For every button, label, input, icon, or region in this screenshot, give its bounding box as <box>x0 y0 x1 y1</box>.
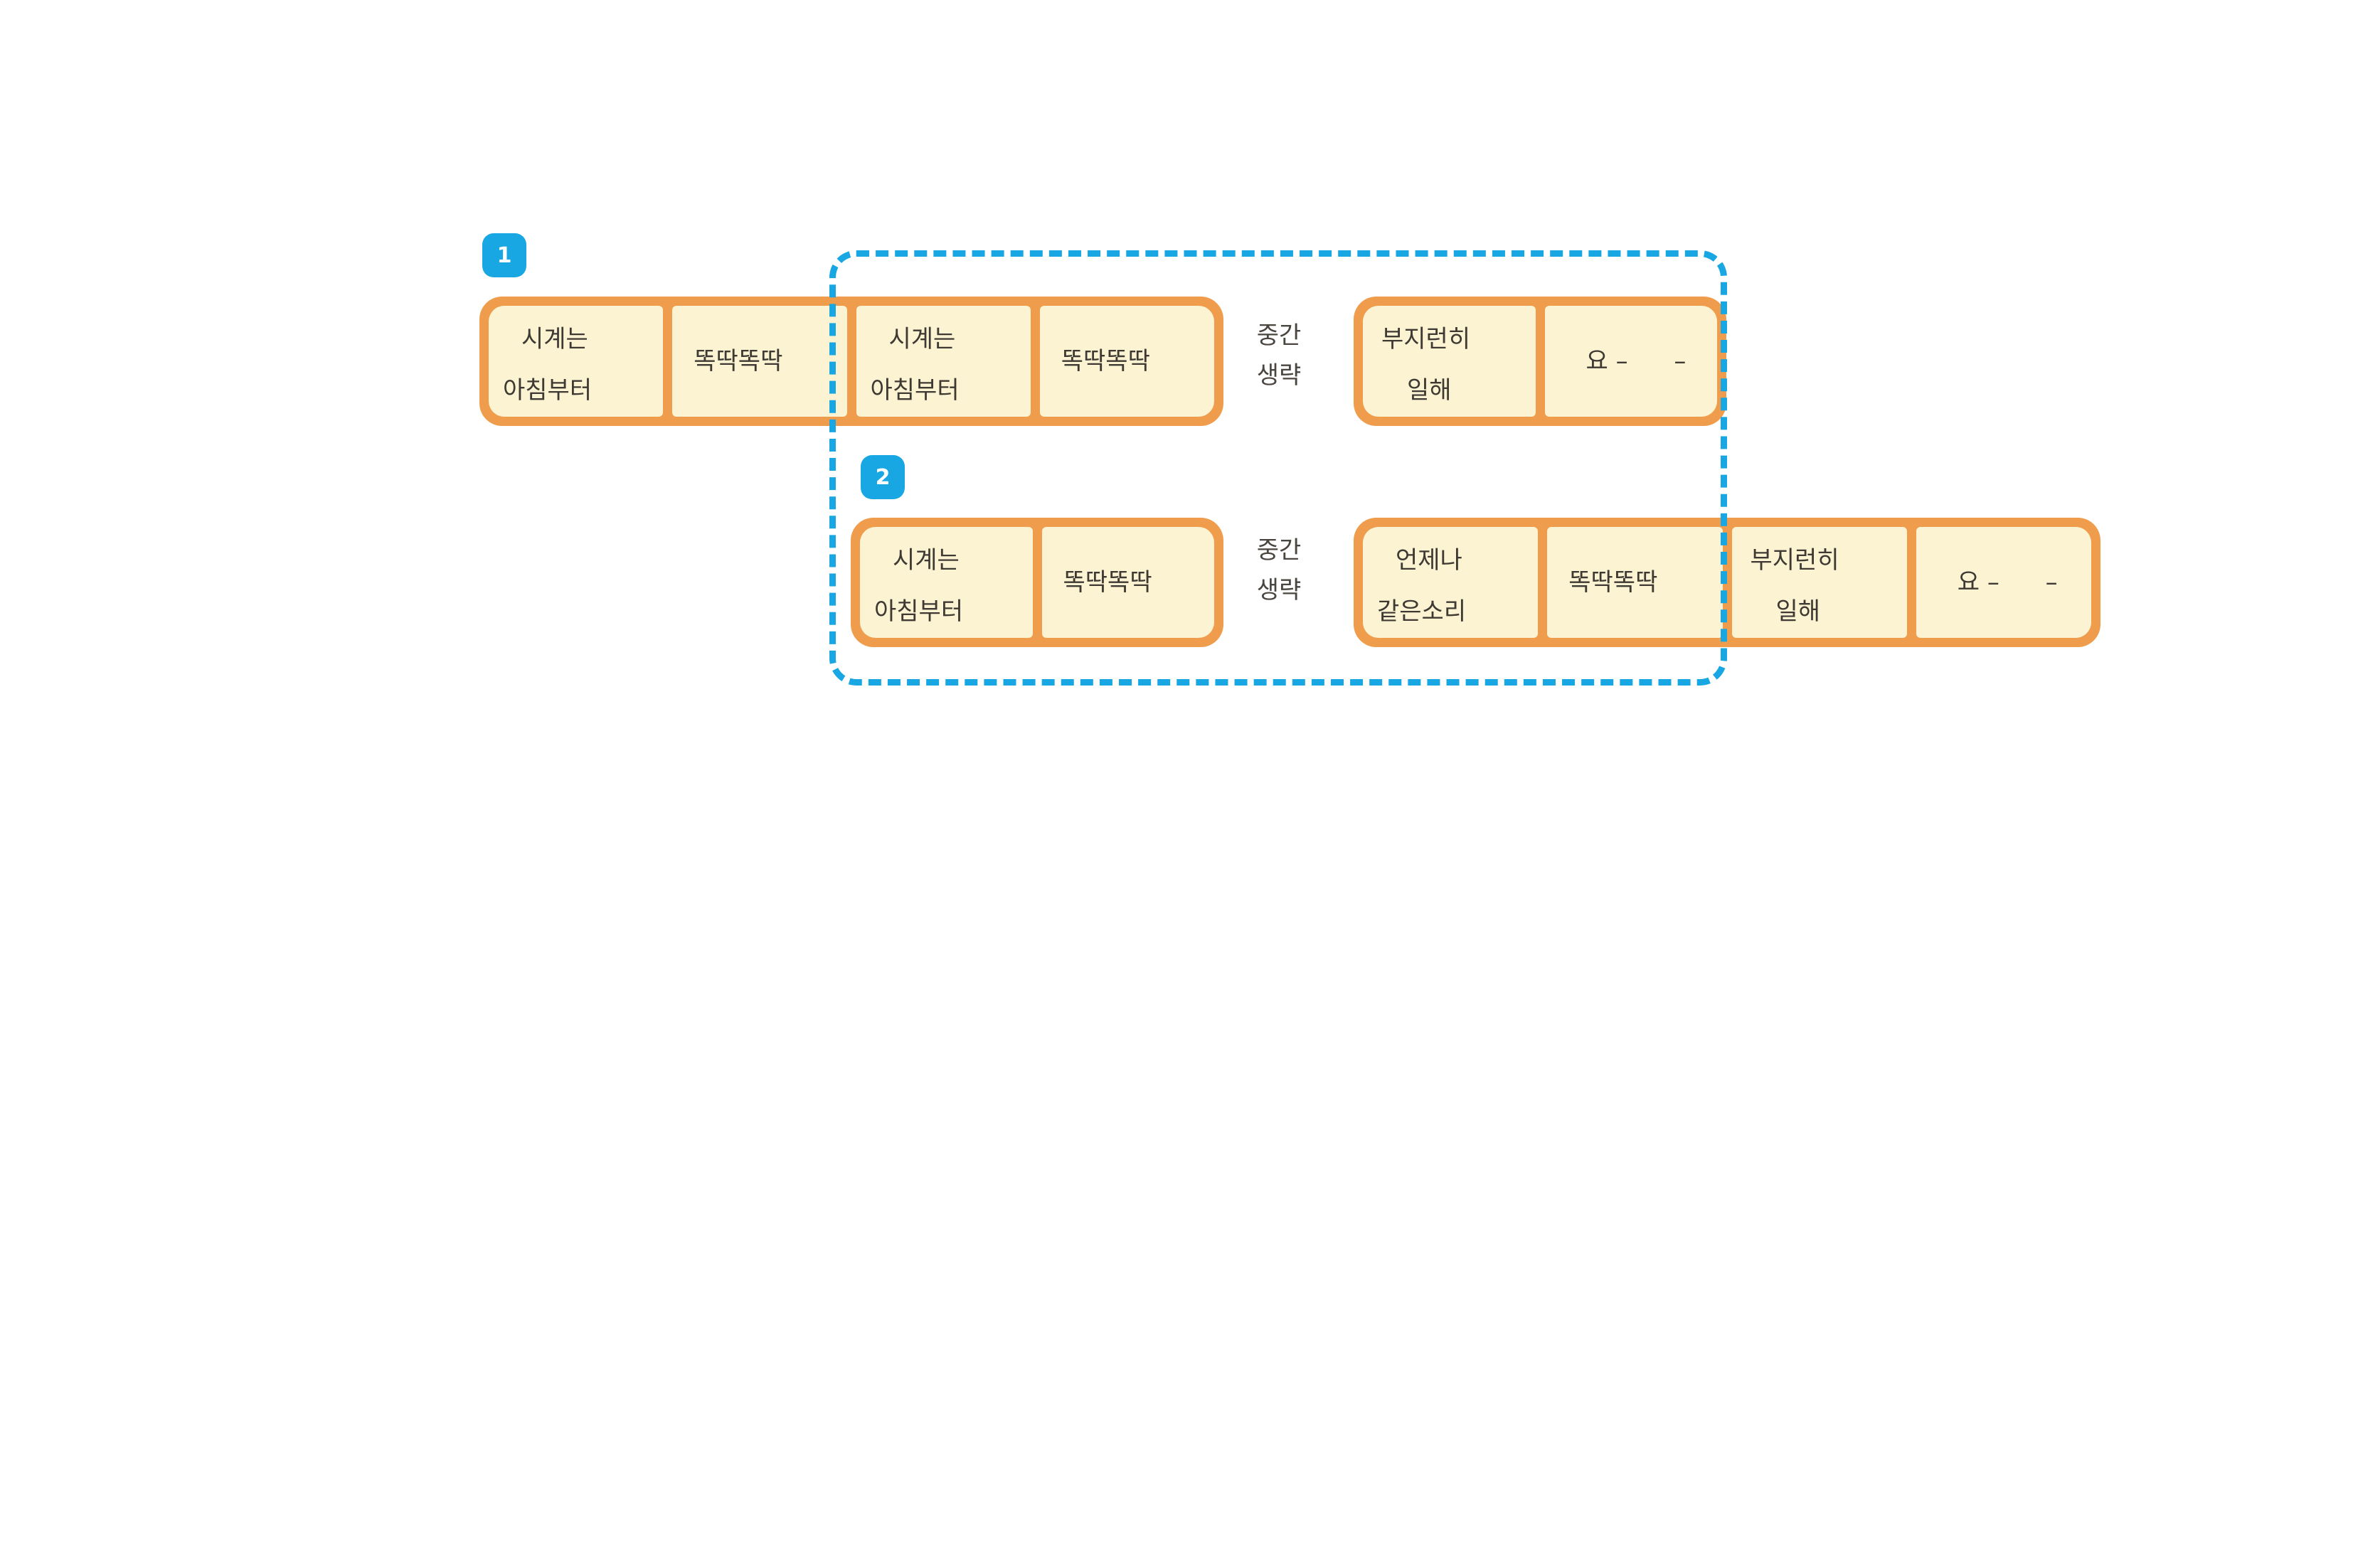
row1-lyric-bar-right: 부지런히 일해 요 – – <box>1354 297 1726 426</box>
lyric-line: 언제나 <box>1396 546 1462 575</box>
middle-omitted-line: 중간 <box>1256 536 1302 565</box>
lyric-line: 같은소리 <box>1377 597 1467 626</box>
lyric-line: 일해 <box>1407 376 1452 405</box>
lyric-line: 요 – – <box>1586 347 1687 375</box>
step-1-badge: 1 <box>482 233 526 277</box>
lyric-line: 똑딱똑딱 <box>1063 568 1152 597</box>
row2-lyric-bar-right: 언제나 같은소리 똑딱똑딱 부지런히 일해 요 – – <box>1354 518 2100 647</box>
step-2-badge: 2 <box>861 455 905 499</box>
lyric-cell: 부지런히 일해 <box>1731 527 1907 638</box>
lyric-line: 아침부터 <box>874 597 964 626</box>
lyric-line: 요 – – <box>1957 568 2058 597</box>
row2-lyric-bar-left: 시계는 아침부터 똑딱똑딱 <box>851 518 1223 647</box>
lyric-line: 일해 <box>1775 597 1821 626</box>
middle-omitted-line: 중간 <box>1256 321 1302 350</box>
lyric-cell: 요 – – <box>1544 306 1717 417</box>
lyric-line: 아침부터 <box>503 376 593 405</box>
lyric-line: 똑딱똑딱 <box>1061 347 1150 375</box>
lyric-line: 시계는 <box>521 325 588 353</box>
lyric-line: 시계는 <box>893 546 960 575</box>
lyric-cell: 시계는 아침부터 <box>856 306 1031 417</box>
row1-lyric-bar-left: 시계는 아침부터 똑딱똑딱 시계는 아침부터 똑딱똑딱 <box>479 297 1223 426</box>
lyric-cell: 똑딱똑딱 <box>672 306 847 417</box>
lyric-line: 부지런히 <box>1381 325 1471 353</box>
lyric-cell: 시계는 아침부터 <box>860 527 1033 638</box>
middle-omitted-line: 생략 <box>1256 361 1302 390</box>
lyric-line: 아침부터 <box>870 376 960 405</box>
lyric-cell: 부지런히 일해 <box>1363 306 1536 417</box>
lyric-line: 똑딱똑딱 <box>1568 568 1658 597</box>
lyric-cell: 똑딱똑딱 <box>1039 306 1214 417</box>
lyric-line: 부지런히 <box>1750 546 1839 575</box>
middle-omitted-label: 중간 생략 <box>1229 316 1329 395</box>
lyric-cell: 똑딱똑딱 <box>1041 527 1214 638</box>
middle-omitted-label: 중간 생략 <box>1229 530 1329 610</box>
lyric-line: 시계는 <box>888 325 956 353</box>
lyric-line: 똑딱똑딱 <box>694 347 783 375</box>
lyric-cell: 똑딱똑딱 <box>1547 527 1723 638</box>
middle-omitted-line: 생략 <box>1256 576 1302 604</box>
lyric-cell: 시계는 아침부터 <box>489 306 664 417</box>
lyric-cell: 요 – – <box>1916 527 2091 638</box>
lyric-cell: 언제나 같은소리 <box>1363 527 1539 638</box>
